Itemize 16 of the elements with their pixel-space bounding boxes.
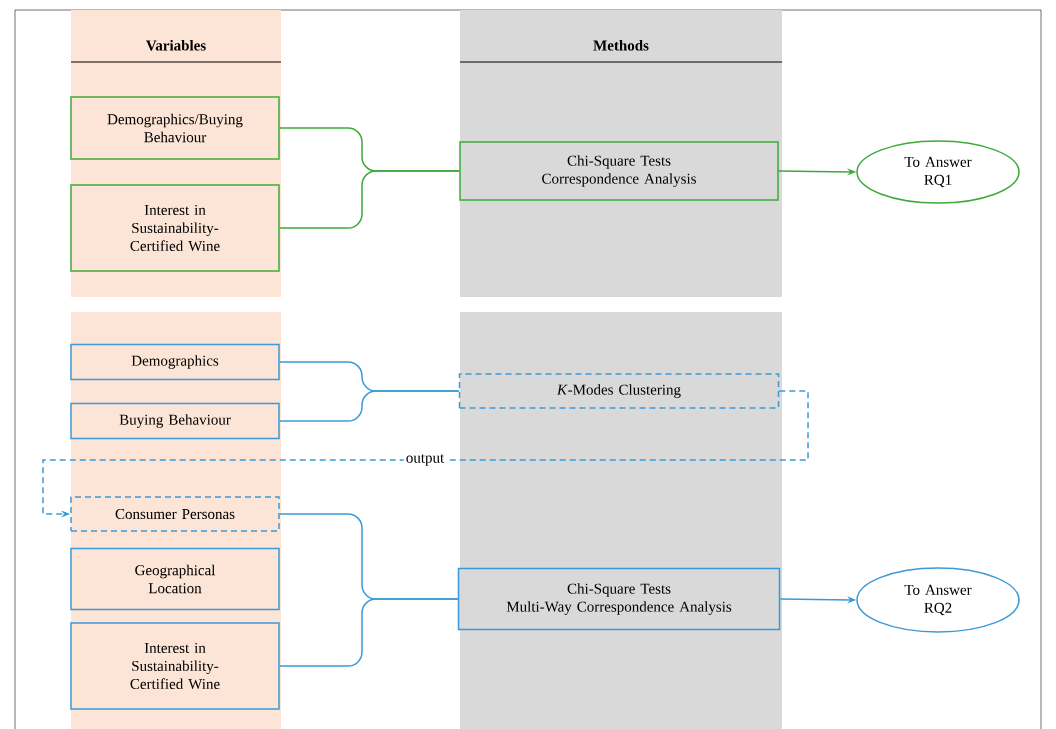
connector-line <box>279 390 460 422</box>
process-box: Interest in Sustainability-Certified Wine <box>70 622 280 710</box>
process-box: Demographics/Buying Behaviour <box>70 96 280 160</box>
oval: To Answer RQ1 <box>856 140 1020 204</box>
process-box: Chi-Square Tests Correspondence Analysis <box>459 141 779 201</box>
edge-label: output <box>403 452 447 468</box>
connector-line <box>279 598 459 667</box>
process-box: Geographical Location <box>70 547 280 611</box>
connector-line <box>279 170 460 229</box>
process-box: K-Modes Clustering <box>458 373 780 409</box>
process-box: Chi-Square Tests Multi-Way Correspondence Analysis <box>457 567 781 631</box>
process-box: Interest in Sustainability-Certified Wine <box>70 184 280 272</box>
process-box: Consumer Personas <box>70 496 280 532</box>
oval: To Answer RQ2 <box>856 567 1020 633</box>
process-box: Demographics <box>70 343 280 381</box>
process-box: Buying Behaviour <box>70 402 280 440</box>
